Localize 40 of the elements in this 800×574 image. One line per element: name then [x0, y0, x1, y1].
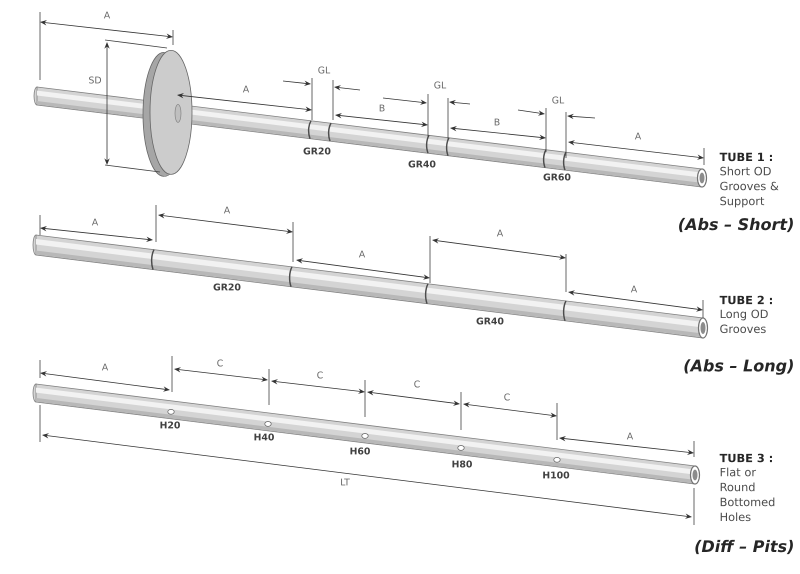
hole-label: H40 — [254, 433, 274, 441]
hole-label: H100 — [543, 471, 570, 479]
dimension-label: GL — [552, 96, 564, 104]
groove-label: GR20 — [214, 283, 240, 291]
groove-label: GR20 — [304, 147, 330, 155]
dimension-label: C — [217, 359, 223, 367]
dimension-label: A — [358, 250, 366, 258]
dimension-label: A — [496, 230, 504, 236]
dimension-label: A — [630, 286, 638, 292]
dimension-label: A — [92, 218, 98, 226]
dimension-label: A — [634, 132, 642, 140]
dimension-label: B — [380, 104, 385, 112]
dimension-label: C — [504, 393, 510, 401]
dimension-label: B — [494, 118, 500, 126]
dimension-label: A — [626, 432, 634, 440]
tube-title: TUBE 2 : — [720, 296, 772, 304]
hole-label: H80 — [452, 460, 472, 468]
groove-label: GR60 — [544, 173, 570, 181]
groove-label: GR40 — [408, 160, 436, 168]
dimension-label: LT — [341, 478, 350, 486]
dimension-label: A — [242, 86, 250, 92]
hole-label: H60 — [350, 447, 370, 455]
groove-label: GR40 — [476, 317, 504, 325]
test-type-label: (Abs – Long) — [684, 359, 793, 375]
tube-description: Short OD Grooves & Support — [720, 166, 778, 208]
tube-description: Long OD Grooves — [720, 310, 768, 334]
tube-title: TUBE 1 : — [720, 152, 772, 162]
tube-title: TUBE 3 : — [720, 454, 772, 462]
test-type-label: (Diff – Pits) — [695, 540, 793, 554]
dimension-label: GL — [318, 66, 330, 74]
hole-label: H20 — [160, 421, 180, 429]
dimension-label: GL — [434, 81, 446, 89]
tube-description: Flat or Round Bottomed Holes — [720, 468, 774, 522]
test-type-label: (Abs – Short) — [679, 218, 793, 232]
dimension-label: A — [224, 206, 230, 214]
dimension-label: C — [414, 380, 420, 388]
dimension-label: A — [102, 364, 108, 370]
dimension-label: A — [104, 12, 110, 18]
dimension-label: C — [317, 371, 323, 379]
dimension-label: SD — [89, 76, 101, 84]
